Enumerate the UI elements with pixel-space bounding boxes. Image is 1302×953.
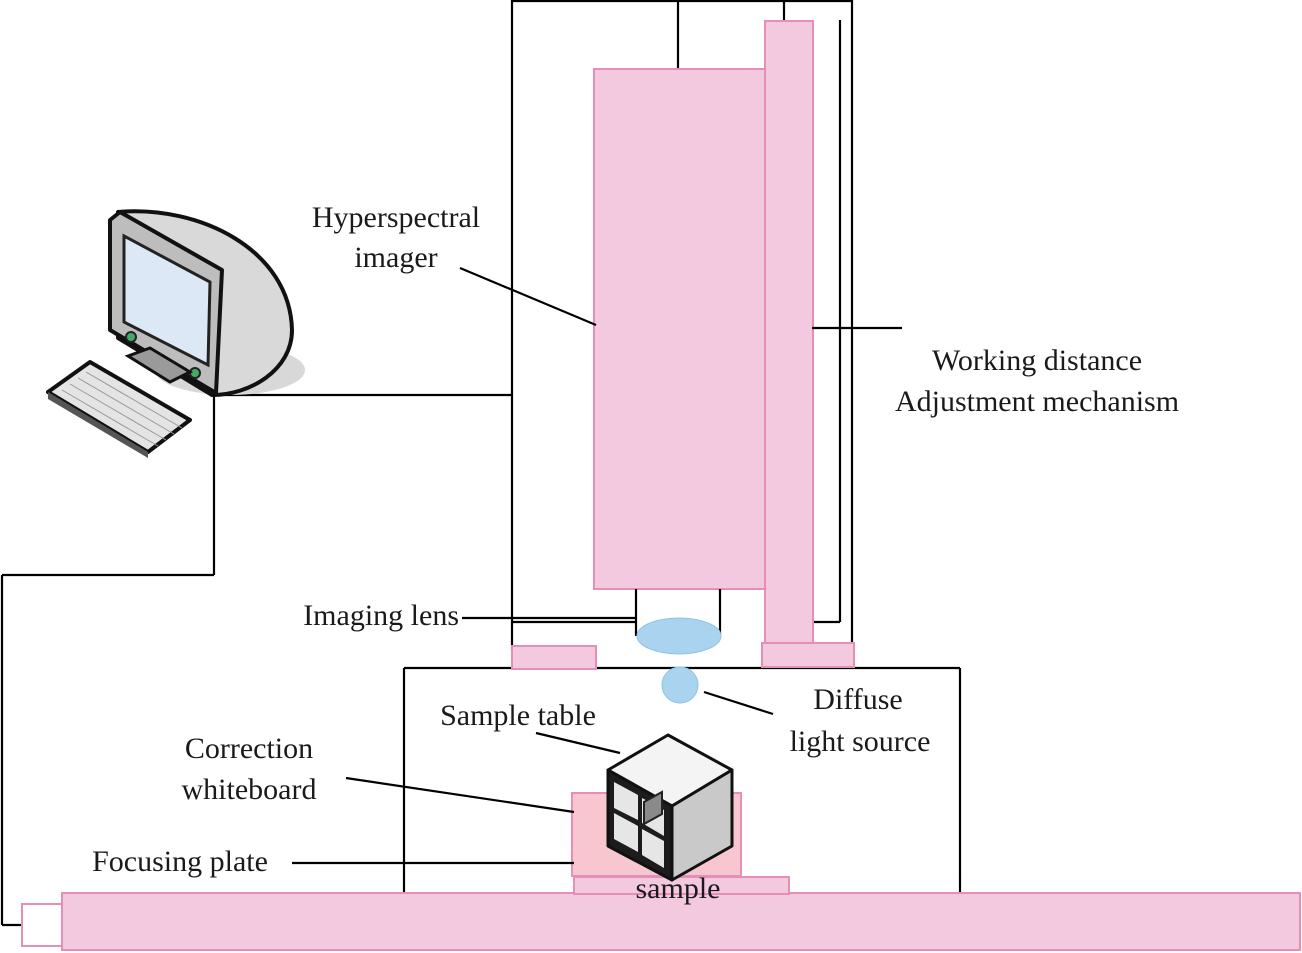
base-rail xyxy=(61,892,1301,951)
label-diffuse-line1: Diffuse xyxy=(813,683,902,716)
base-rail-end-cap xyxy=(21,903,63,947)
label-hyperspectral-line1: Hyperspectral xyxy=(312,201,480,234)
desktop-computer-icon xyxy=(108,209,305,397)
server-cube-icon xyxy=(606,733,734,882)
label-diffuse-line2: light source xyxy=(790,725,931,758)
label-working-line2: Adjustment mechanism xyxy=(895,385,1179,418)
leader-lines xyxy=(292,266,902,865)
label-correction-line2: whiteboard xyxy=(182,773,317,806)
keyboard-icon xyxy=(46,360,192,458)
adjustment-column xyxy=(764,20,814,647)
diffuse-light-source xyxy=(661,666,699,704)
label-hyperspectral-line2: imager xyxy=(354,241,437,274)
imaging-lens xyxy=(634,589,722,655)
label-imaging-lens: Imaging lens xyxy=(303,599,459,632)
label-sample: sample xyxy=(636,872,721,905)
frame-lines xyxy=(0,0,962,927)
label-focusing-plate: Focusing plate xyxy=(92,845,268,878)
hyperspectral-imager-body xyxy=(593,68,767,590)
label-sample-table: Sample table xyxy=(440,699,596,732)
label-working-line1: Working distance xyxy=(932,344,1142,377)
label-correction-line1: Correction xyxy=(185,732,313,765)
right-mount-bracket xyxy=(761,642,855,668)
left-mount-bracket xyxy=(511,645,597,670)
